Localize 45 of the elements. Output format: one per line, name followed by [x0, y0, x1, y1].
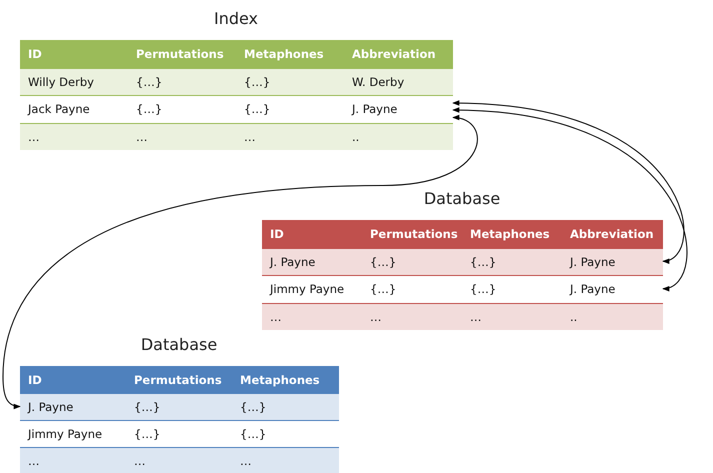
- table-cell: J. Payne: [562, 248, 663, 275]
- header-cell: Abbreviation: [562, 220, 663, 248]
- table-cell: Jimmy Payne: [262, 275, 362, 302]
- table-cell: …: [20, 122, 128, 150]
- table-cell: ..: [344, 122, 453, 150]
- table-cell: …: [236, 122, 344, 150]
- header-cell: ID: [262, 220, 362, 248]
- table-cell: W. Derby: [344, 68, 453, 95]
- table-title: Database: [140, 335, 218, 354]
- header-cell: Permutations: [362, 220, 462, 248]
- table-cell: Willy Derby: [20, 68, 128, 95]
- curved-arrow: [2, 116, 478, 409]
- table-cell: Jack Payne: [20, 95, 128, 122]
- table-cell: {…}: [232, 393, 339, 420]
- table-cell: …: [262, 302, 362, 330]
- table-cell: ..: [562, 302, 663, 330]
- header-cell: Permutations: [128, 40, 236, 68]
- header-cell: Metaphones: [232, 366, 339, 393]
- table-cell: J. Payne: [562, 275, 663, 302]
- header-cell: Metaphones: [462, 220, 562, 248]
- curved-arrow: [452, 100, 684, 262]
- table-cell: {…}: [236, 68, 344, 95]
- table-cell: {…}: [362, 248, 462, 275]
- table-cell: {…}: [462, 248, 562, 275]
- table-cell: {…}: [232, 420, 339, 447]
- table-cell: …: [20, 447, 126, 473]
- header-cell: Metaphones: [236, 40, 344, 68]
- header-cell: ID: [20, 366, 126, 393]
- table-cell: {…}: [128, 68, 236, 95]
- table-cell: Jimmy Payne: [20, 420, 126, 447]
- table-cell: …: [362, 302, 462, 330]
- table-cell: …: [128, 122, 236, 150]
- table-cell: J. Payne: [20, 393, 126, 420]
- table-cell: {…}: [126, 393, 232, 420]
- table-cell: J. Payne: [262, 248, 362, 275]
- table-cell: …: [126, 447, 232, 473]
- header-cell: ID: [20, 40, 128, 68]
- table-title: Index: [214, 9, 258, 28]
- table-cell: …: [232, 447, 339, 473]
- table-cell: J. Payne: [344, 95, 453, 122]
- header-cell: Abbreviation: [344, 40, 453, 68]
- table-cell: …: [462, 302, 562, 330]
- table-title: Database: [424, 189, 500, 208]
- header-cell: Permutations: [126, 366, 232, 393]
- curved-arrow: [452, 108, 687, 290]
